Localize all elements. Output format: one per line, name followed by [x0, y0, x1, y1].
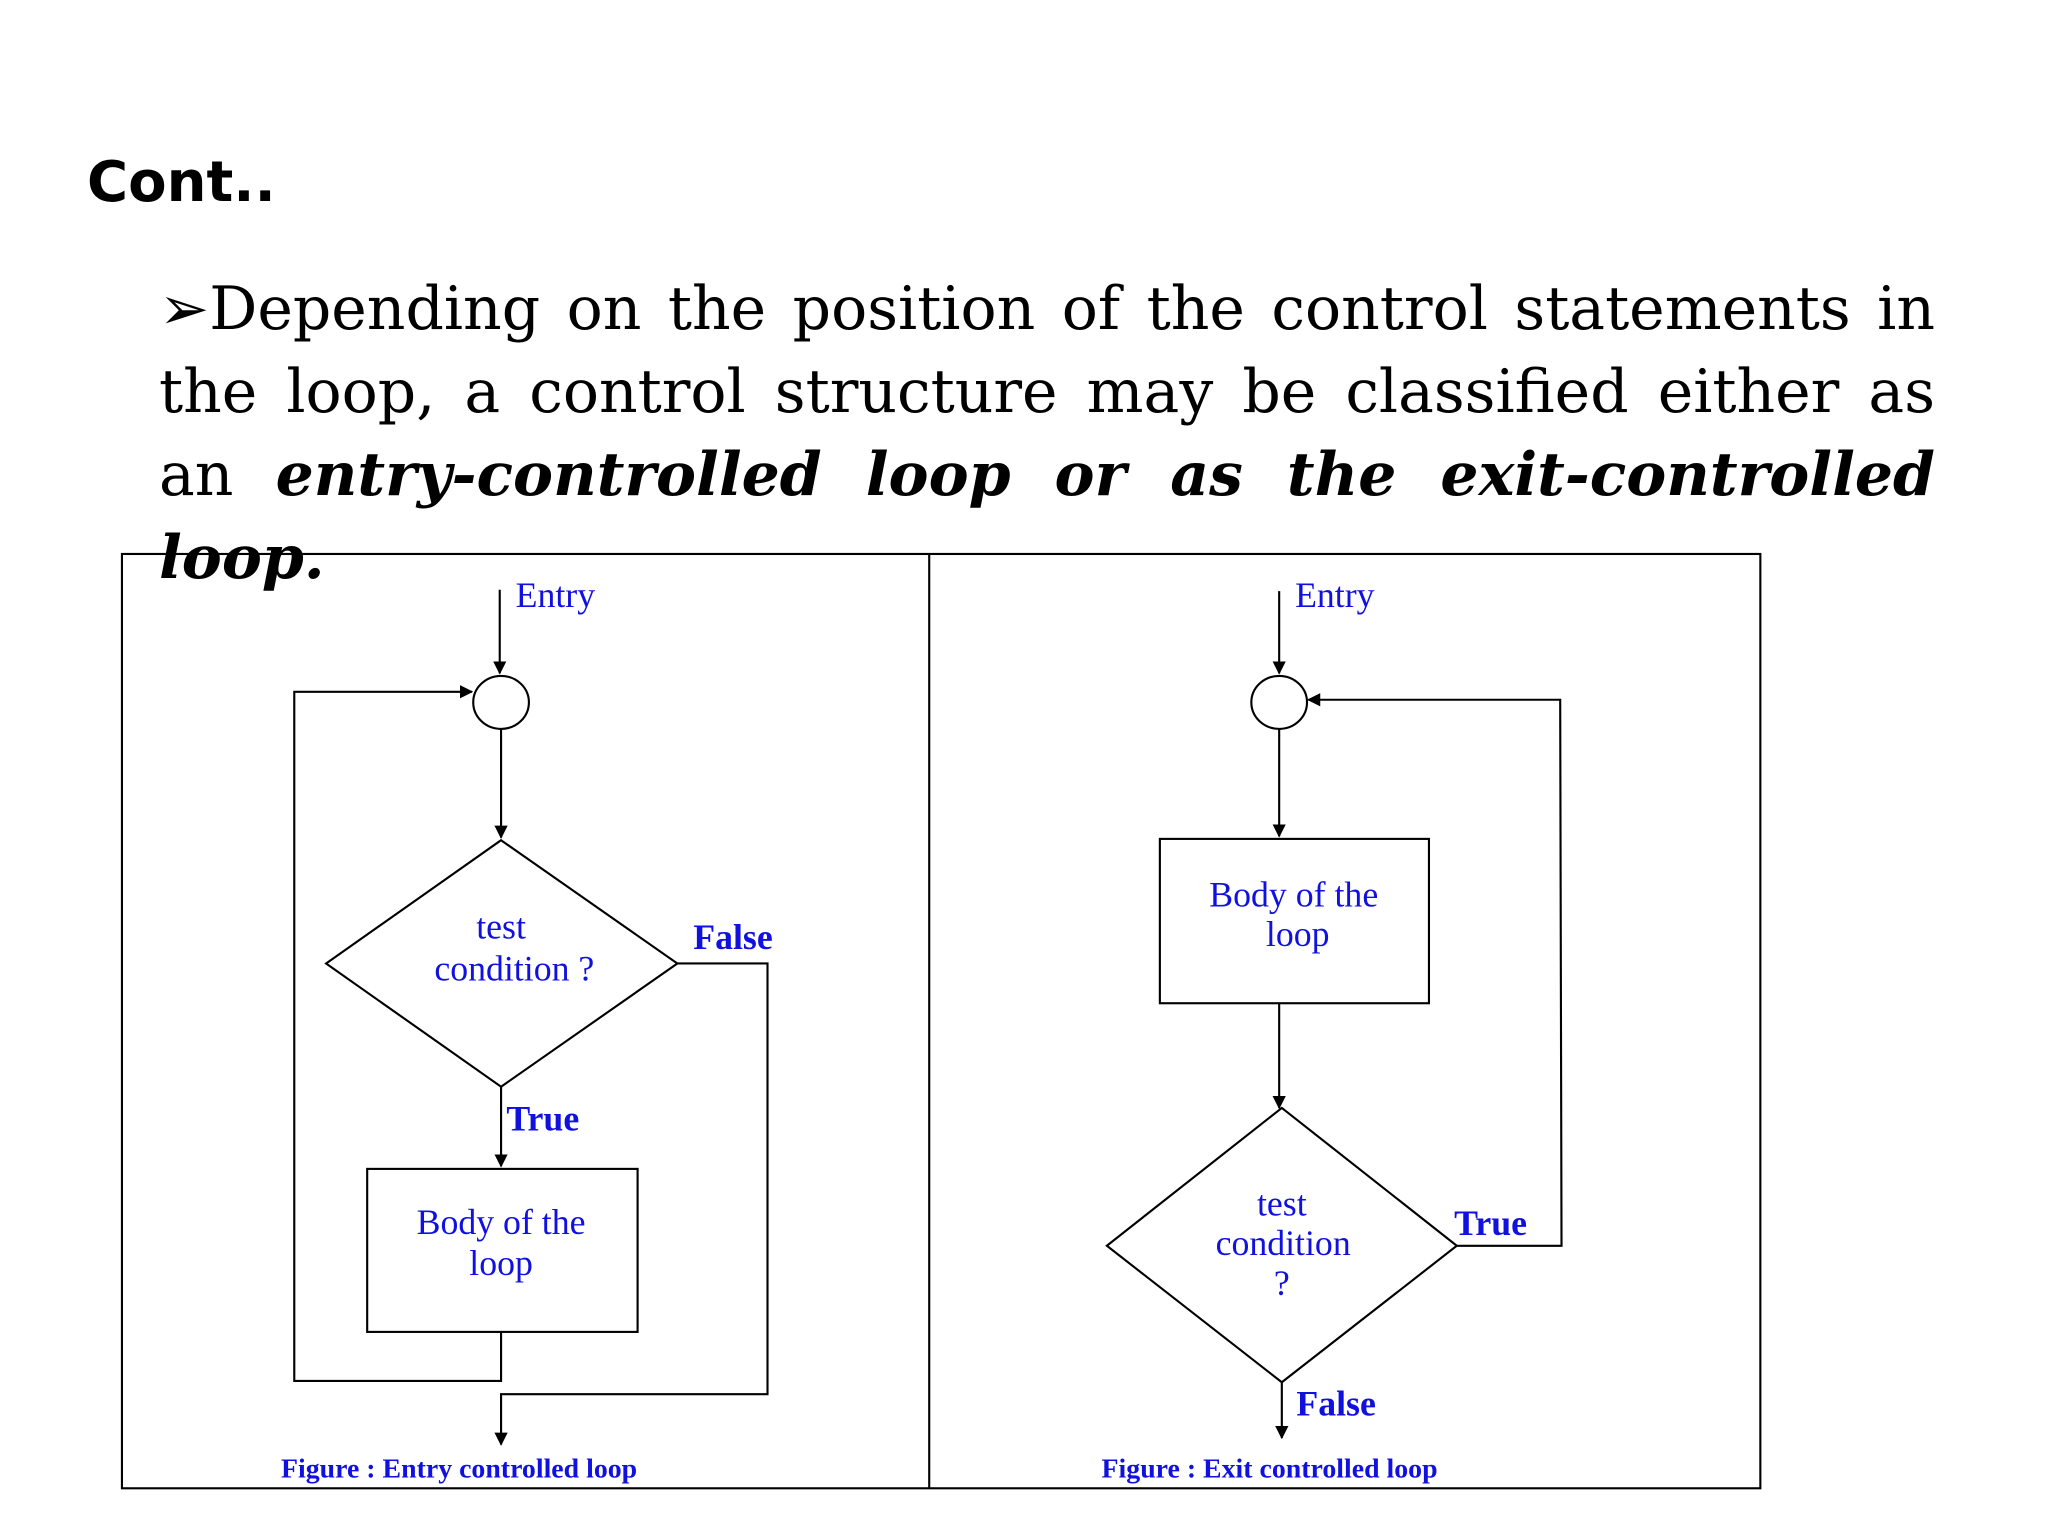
paragraph-emphasis: entry-controlled loop or as the exit-con…: [159, 440, 1935, 593]
false-label: False: [693, 917, 772, 957]
false-path: [494, 962, 769, 1446]
slide-title: Cont..: [87, 150, 276, 215]
body-text: Body of the: [417, 1202, 586, 1242]
junction-circle: [1250, 674, 1309, 730]
exit-controlled-flowchart: Entry Body of the loop test condition ? …: [1102, 575, 1563, 1485]
condition-text: test: [1257, 1183, 1307, 1223]
body-text: loop: [1266, 914, 1330, 954]
entry-label: Entry: [1295, 575, 1375, 615]
loop-back-path: [1307, 693, 1563, 1247]
paragraph-text: Depending on the position of the control…: [159, 274, 1935, 510]
loop-body-box: [366, 1167, 639, 1333]
false-label: False: [1296, 1383, 1375, 1423]
condition-text: test: [476, 906, 526, 946]
entry-caption: Figure : Entry controlled loop: [281, 1454, 637, 1485]
bullet-arrow-icon: ➢: [159, 274, 210, 344]
true-label: True: [1454, 1203, 1527, 1243]
body-text: loop: [469, 1243, 533, 1283]
junction-circle: [472, 674, 530, 730]
condition-text: ?: [1274, 1263, 1290, 1303]
condition-text: condition: [1216, 1223, 1351, 1263]
exit-caption: Figure : Exit controlled loop: [1102, 1454, 1438, 1485]
entry-label: Entry: [516, 575, 596, 615]
entry-controlled-flowchart: Entry test condition ? False True Body o…: [281, 575, 773, 1485]
loop-back-path: [293, 685, 503, 1383]
true-label: True: [506, 1098, 579, 1138]
body-text: Body of the: [1209, 874, 1378, 914]
condition-text: condition ?: [434, 949, 594, 989]
figure-frame: [120, 552, 1762, 1490]
loop-body-box: [1158, 837, 1431, 1005]
slide-paragraph: ➢Depending on the position of the contro…: [159, 268, 1935, 600]
